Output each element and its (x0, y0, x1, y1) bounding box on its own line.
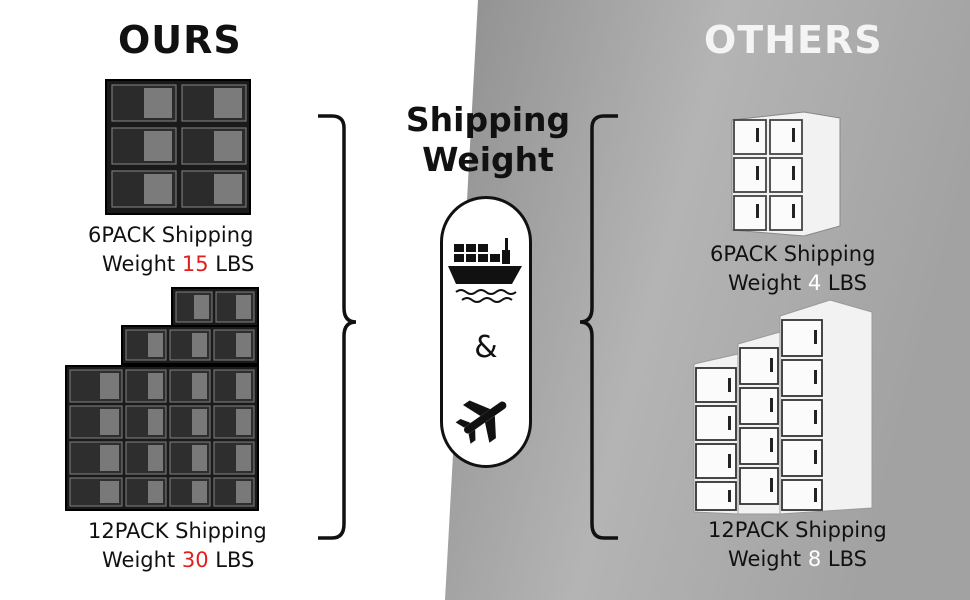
ours-12pack-weight: 30 (181, 548, 209, 572)
ampersand: & (474, 330, 498, 365)
ours-6pack-image (105, 79, 251, 215)
airplane-icon (455, 400, 507, 444)
caption-unit: LBS (208, 548, 255, 572)
ours-6pack-caption: 6PACK Shipping Weight 15 LBS (88, 221, 254, 279)
caption-line-2: Weight 30 LBS (88, 546, 267, 575)
center-title-line-2: Weight (422, 140, 554, 179)
others-12pack-weight: 8 (807, 547, 822, 571)
caption-prefix: Weight (102, 252, 182, 276)
others-6pack-weight: 4 (807, 271, 822, 295)
caption-line-2: Weight 4 LBS (710, 269, 875, 298)
caption-line-1: 6PACK Shipping (88, 223, 254, 247)
others-heading: OTHERS (704, 18, 883, 62)
caption-line-1: 12PACK Shipping (88, 519, 267, 543)
caption-line-1: 12PACK Shipping (708, 518, 887, 542)
caption-prefix: Weight (102, 548, 182, 572)
center-title-line-1: Shipping (405, 100, 571, 139)
caption-unit: LBS (821, 547, 867, 571)
caption-unit: LBS (821, 271, 867, 295)
caption-prefix: Weight (728, 271, 808, 295)
caption-line-2: Weight 8 LBS (708, 545, 887, 574)
caption-line-1: 6PACK Shipping (710, 242, 876, 266)
left-facing-brace (579, 114, 618, 540)
right-facing-brace (318, 114, 357, 540)
ours-12pack-caption: 12PACK Shipping Weight 30 LBS (88, 517, 267, 575)
ours-6pack-weight: 15 (181, 252, 209, 276)
ours-6pack-stack (105, 79, 251, 215)
others-6pack-caption: 6PACK Shipping Weight 4 LBS (710, 240, 875, 298)
cargo-ship-icon (448, 238, 522, 303)
ours-12pack-image (65, 287, 259, 511)
caption-line-2: Weight 15 LBS (88, 250, 254, 279)
others-12pack-caption: 12PACK Shipping Weight 8 LBS (708, 516, 887, 574)
caption-prefix: Weight (728, 547, 808, 571)
others-12pack-image (693, 299, 873, 515)
caption-unit: LBS (208, 252, 255, 276)
others-6pack-image (731, 111, 841, 237)
ours-heading: OURS (118, 18, 242, 62)
